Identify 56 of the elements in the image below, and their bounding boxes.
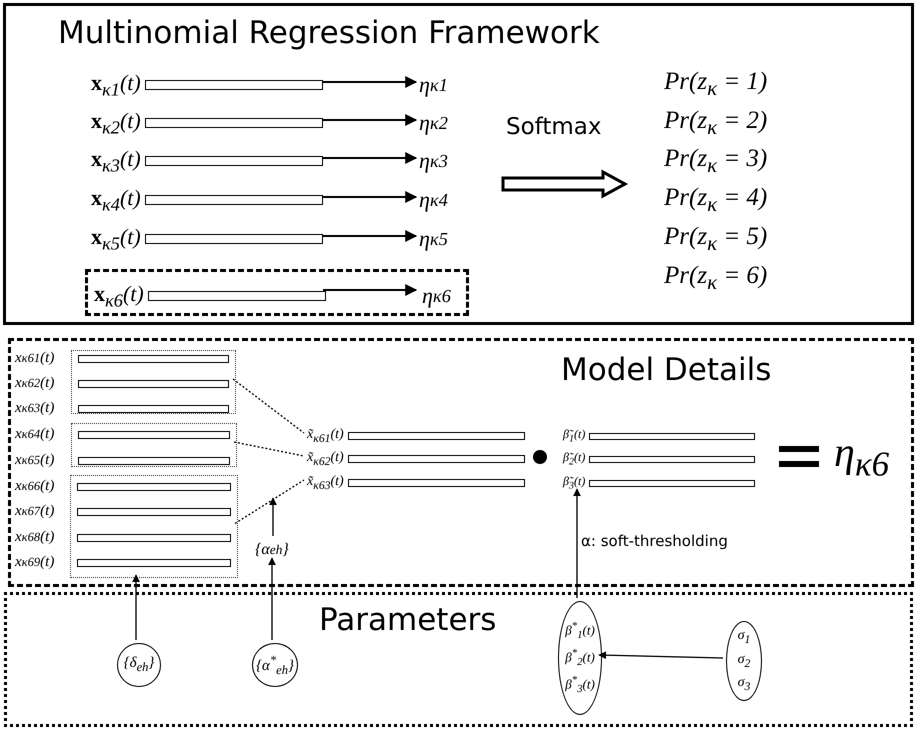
edge-label: α: soft-thresholding [581, 534, 728, 548]
math-label: Pr(z$_{κ}$ = 5) [664, 224, 768, 254]
math-label: x̃$_{κ63}$(t) [307, 474, 344, 492]
math-label: x̃$_{κ62}$(t) [307, 450, 344, 468]
panel-title: Model Details [561, 355, 772, 386]
math-label: x$_{κ5}$(t) [91, 226, 141, 252]
math-label: β̃$_{2}$(t) [563, 450, 586, 468]
arrow [323, 76, 418, 88]
math-label: β̃$_{1}$(t) [563, 428, 586, 444]
math-label: Pr(z$_{κ}$ = 6) [664, 263, 768, 293]
panel-title: Multinomial Regression Framework [58, 18, 600, 49]
section-panel [4, 592, 913, 727]
arrow [573, 488, 581, 598]
math-label: β$^{*}$$_{3}$(t) [565, 674, 595, 695]
dotted-connector [234, 479, 304, 524]
group-box [71, 350, 236, 414]
math-label: x$_{κ4}$(t) [91, 186, 141, 214]
math-label: σ$_{3}$ [738, 676, 750, 693]
math-label: η$_{κ6}$ [834, 432, 890, 482]
parameter-ellipse [726, 621, 762, 701]
parameter-circle [117, 643, 161, 687]
math-label: Pr(z$_{κ}$ = 3) [664, 146, 768, 176]
math-label: σ$_{1}$ [738, 629, 750, 646]
section-panel [3, 3, 914, 325]
math-label: {α$^{*}$$_{eh}$} [256, 654, 294, 676]
highlight-frame [85, 269, 469, 316]
group-box [70, 475, 238, 578]
arrow-label: Softmax [506, 116, 602, 139]
arrow [323, 114, 418, 126]
math-label: Pr(z$_{κ}$ = 1) [664, 69, 768, 99]
dotted-connector [234, 441, 304, 457]
dotted-connector [232, 378, 304, 434]
arrow [323, 191, 418, 203]
math-label: x$_{κ2}$(t) [91, 110, 141, 136]
math-label: Pr(z$_{κ}$ = 2) [664, 108, 768, 138]
arrow [268, 557, 276, 640]
parameter-ellipse [558, 601, 602, 715]
math-label: x$_{κ3}$(t) [91, 148, 141, 174]
parameter-circle [252, 643, 298, 687]
math-label: x$_{κ1}$(t) [91, 72, 141, 98]
arrow [269, 497, 277, 536]
math-label: x$_{κ6}$(t) [94, 282, 144, 310]
math-label: β$^{*}$$_{1}$(t) [565, 621, 595, 642]
math-label: Pr(z$_{κ}$ = 4) [664, 185, 768, 215]
math-label: β̃$_{3}$(t) [563, 474, 586, 492]
section-panel [8, 338, 914, 587]
arrow [598, 651, 724, 660]
math-label: x̃$_{κ61}$(t) [307, 428, 344, 444]
math-label: σ$_{2}$ [738, 652, 750, 670]
arrow [132, 574, 140, 640]
arrow [323, 230, 418, 242]
math-label: β$^{*}$$_{2}$(t) [565, 648, 595, 668]
math-label: {δ$_{eh}$} [124, 656, 154, 674]
group-box [71, 423, 237, 467]
arrow [323, 152, 418, 164]
arrow [323, 284, 418, 296]
